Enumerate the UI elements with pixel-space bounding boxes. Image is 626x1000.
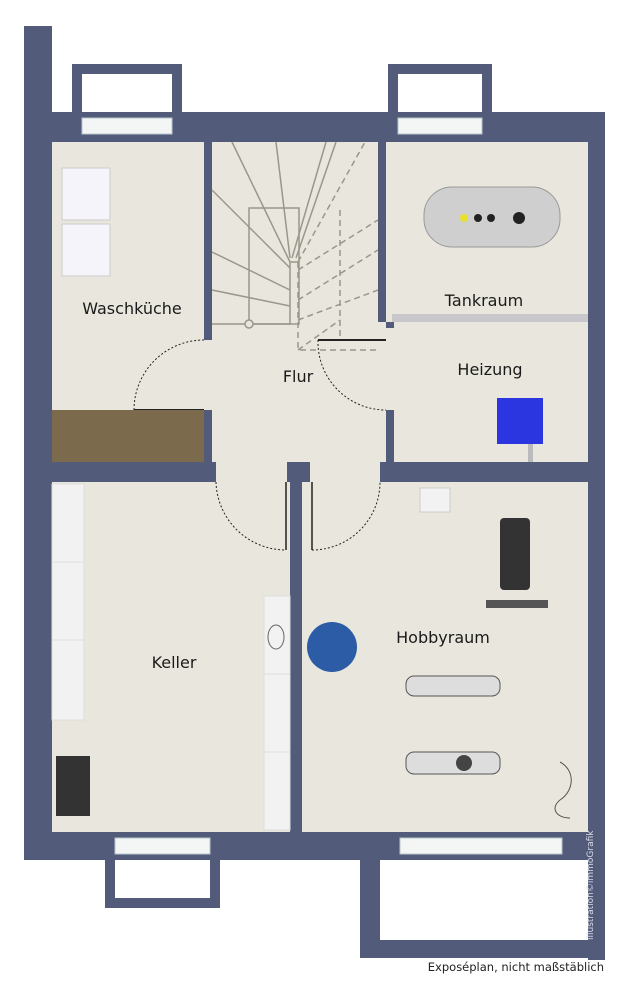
dryer-icon	[61, 223, 111, 277]
sink-icon	[419, 487, 451, 513]
exercise-bike-icon	[405, 751, 501, 775]
room-label-heizung: Heizung	[457, 360, 522, 379]
resistance-band-icon	[554, 761, 572, 819]
room-label-flur: Flur	[283, 367, 314, 386]
cross-trainer-icon	[405, 675, 501, 697]
oil-tank-icon	[423, 186, 561, 248]
washing-machine-icon	[61, 167, 111, 221]
watermark: illustration©immoGrafik	[586, 830, 596, 941]
shelf-icon	[51, 483, 291, 831]
weight-bench-icon	[486, 518, 548, 608]
room-label-hobbyraum: Hobbyraum	[396, 628, 490, 647]
room-label-tankraum: Tankraum	[444, 291, 523, 310]
room-label-waschkueche: Waschküche	[82, 299, 182, 318]
tank-barrier	[392, 314, 588, 322]
wood-counter	[52, 410, 204, 462]
heater-icon	[497, 398, 543, 444]
crate-icon	[56, 756, 90, 816]
racket-icon	[267, 624, 285, 650]
caption: Exposéplan, nicht maßstäblich	[427, 960, 604, 974]
heater-pipe	[528, 444, 533, 462]
gym-ball-icon	[307, 622, 357, 672]
room-label-keller: Keller	[152, 653, 197, 672]
staircase	[211, 141, 379, 351]
windows	[81, 117, 563, 855]
